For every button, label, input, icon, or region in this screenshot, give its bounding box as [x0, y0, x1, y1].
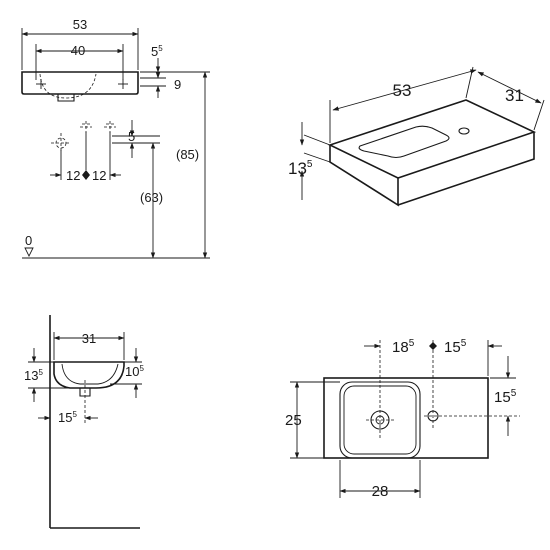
side-height-right-label: 105	[125, 364, 144, 379]
side-waste-offset-label: 155	[58, 410, 77, 425]
side-section-view: 31 135 105 155	[24, 315, 144, 529]
dim-rim-offset-label: 55	[151, 44, 163, 59]
basin-front-outline	[21, 71, 139, 95]
floor-marker-icon	[24, 247, 34, 258]
isometric-view: 53 31 135	[288, 66, 545, 207]
floor-label: 0	[25, 233, 32, 248]
dim-total-height-label: (85)	[176, 147, 199, 162]
dim-line-width	[332, 69, 477, 111]
dim-tap-offset-label: 5	[128, 129, 135, 144]
tap-hole-symbol	[104, 121, 116, 133]
basin-inner-bowl	[39, 73, 97, 99]
dim-center-diamond	[82, 170, 90, 180]
basin-side-profile	[53, 361, 125, 389]
plan-waste-x-label: 185	[392, 338, 415, 356]
dim-tap-spacing-right-label: 12	[92, 168, 106, 183]
plan-view: 185 155 25 155 28	[285, 338, 520, 500]
tap-hole	[458, 127, 470, 135]
plan-tap-y-label: 155	[494, 388, 517, 406]
basin-top-surface	[327, 99, 537, 179]
plan-bowl-depth-label: 25	[285, 412, 302, 429]
dim-width-label: 53	[73, 17, 87, 32]
ext-line	[533, 99, 545, 131]
basin-plan-outline	[323, 377, 489, 459]
tap-hole-symbol	[51, 133, 71, 153]
iso-depth-label: 31	[505, 86, 524, 105]
dim-center-diamond	[429, 342, 437, 350]
dim-waste-height-label: (63)	[140, 190, 163, 205]
waste-outlet	[57, 94, 75, 102]
tap-marker-left	[36, 79, 46, 89]
tap-marker-right	[118, 79, 128, 89]
iso-height-label: 135	[288, 159, 313, 178]
basin-front-face	[329, 145, 399, 207]
basin-bowl-outline	[358, 125, 450, 159]
dim-rim-height-label: 9	[174, 77, 181, 92]
side-height-left-label: 135	[24, 368, 43, 383]
plan-tap-x-label: 155	[444, 338, 467, 356]
tap-hole-symbol	[80, 121, 92, 133]
plan-bowl-width-label: 28	[372, 483, 389, 500]
dim-hole-spacing-label: 40	[71, 43, 85, 58]
ext-line	[303, 134, 331, 146]
ext-line	[303, 152, 331, 163]
basin-side-face	[397, 132, 535, 206]
side-depth-label: 31	[82, 331, 96, 346]
front-elevation-view: 53 40 55 9 (85)	[21, 17, 210, 259]
dim-line-depth	[477, 71, 542, 104]
dim-tap-spacing-left-label: 12	[66, 168, 80, 183]
iso-width-label: 53	[393, 81, 412, 100]
basin-side-inner	[61, 363, 119, 385]
